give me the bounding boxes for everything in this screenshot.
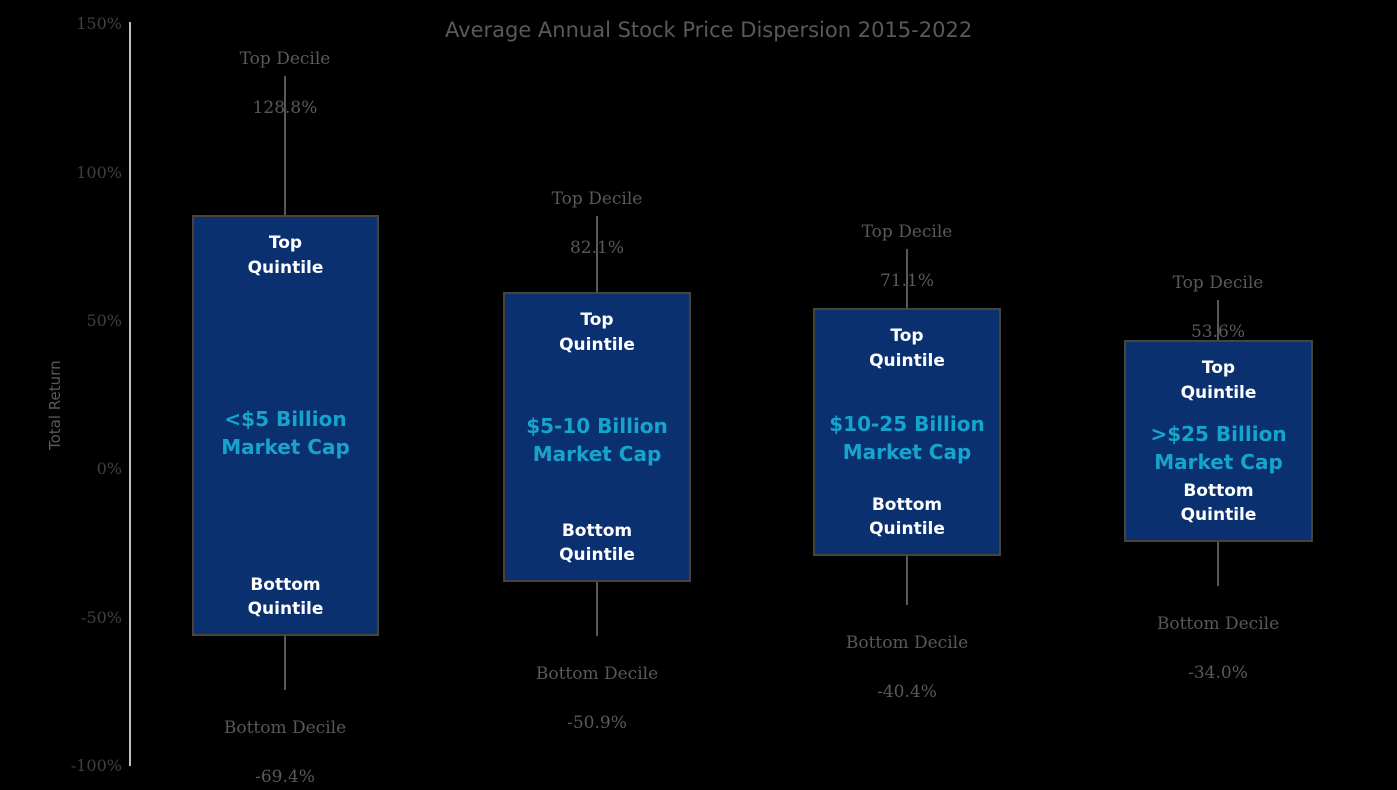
top-quintile-label-3: Top Quintile xyxy=(1180,358,1257,403)
bottom-decile-label-2: Bottom Decile -40.4% xyxy=(817,606,997,705)
lower-whisker-1 xyxy=(596,582,598,636)
bottom-decile-label-3: Bottom Decile -34.0% xyxy=(1128,587,1308,686)
y-tick-50: 50% xyxy=(86,311,122,330)
top-decile-name-3: Top Decile xyxy=(1172,272,1264,293)
y-axis-ticks: 150% 100% 50% 0% -50% -100% xyxy=(0,0,122,788)
y-tick-neg50: -50% xyxy=(81,608,122,627)
cap-label-1: $5-10 Billion Market Cap xyxy=(526,414,668,466)
y-tick-150: 150% xyxy=(76,14,122,33)
box-2[interactable]: Top Quintile $10-25 Billion Market Cap B… xyxy=(813,308,1001,556)
top-decile-name-0: Top Decile xyxy=(239,48,331,69)
box-1[interactable]: Top Quintile $5-10 Billion Market Cap Bo… xyxy=(503,292,691,582)
cap-label-0: <$5 Billion Market Cap xyxy=(221,407,350,459)
cap-label-2: $10-25 Billion Market Cap xyxy=(829,412,985,464)
bottom-decile-value-2: -40.4% xyxy=(877,681,937,702)
box-0[interactable]: Top Quintile <$5 Billion Market Cap Bott… xyxy=(192,215,379,636)
y-tick-neg100: -100% xyxy=(70,756,122,775)
bottom-quintile-label-2: Bottom Quintile xyxy=(869,494,945,540)
bottom-quintile-label-0: Bottom Quintile xyxy=(247,574,324,620)
bottom-decile-label-1: Bottom Decile -50.9% xyxy=(507,637,687,736)
y-axis-line xyxy=(129,22,131,766)
lower-whisker-2 xyxy=(906,556,908,605)
top-quintile-label-2: Top Quintile xyxy=(869,326,945,371)
lower-whisker-0 xyxy=(284,636,286,690)
upper-whisker-3 xyxy=(1217,300,1219,341)
bottom-quintile-label-1: Bottom Quintile xyxy=(559,520,635,566)
bottom-decile-name-2: Bottom Decile xyxy=(845,632,969,653)
y-tick-0: 0% xyxy=(96,459,122,478)
upper-whisker-1 xyxy=(596,216,598,293)
upper-whisker-0 xyxy=(284,76,286,216)
cap-label-3: >$25 Billion Market Cap xyxy=(1150,422,1287,474)
bottom-quintile-label-3: Bottom Quintile xyxy=(1180,480,1257,526)
bottom-decile-value-1: -50.9% xyxy=(567,712,627,733)
top-decile-name-2: Top Decile xyxy=(861,221,953,242)
chart-title: Average Annual Stock Price Dispersion 20… xyxy=(445,18,973,42)
top-quintile-label-0: Top Quintile xyxy=(247,233,324,278)
bottom-decile-value-0: -69.4% xyxy=(255,766,315,787)
box-3[interactable]: Top Quintile >$25 Billion Market Cap Bot… xyxy=(1124,340,1313,542)
top-decile-name-1: Top Decile xyxy=(551,188,643,209)
bottom-decile-name-1: Bottom Decile xyxy=(535,663,659,684)
bottom-decile-name-3: Bottom Decile xyxy=(1156,613,1280,634)
top-decile-label-2: Top Decile 71.1% xyxy=(817,195,997,294)
bottom-decile-value-3: -34.0% xyxy=(1188,662,1248,683)
bottom-decile-label-0: Bottom Decile -69.4% xyxy=(195,691,375,790)
upper-whisker-2 xyxy=(906,249,908,309)
top-quintile-label-1: Top Quintile xyxy=(559,310,635,355)
bottom-decile-name-0: Bottom Decile xyxy=(223,717,347,738)
y-tick-100: 100% xyxy=(76,163,122,182)
lower-whisker-3 xyxy=(1217,542,1219,586)
